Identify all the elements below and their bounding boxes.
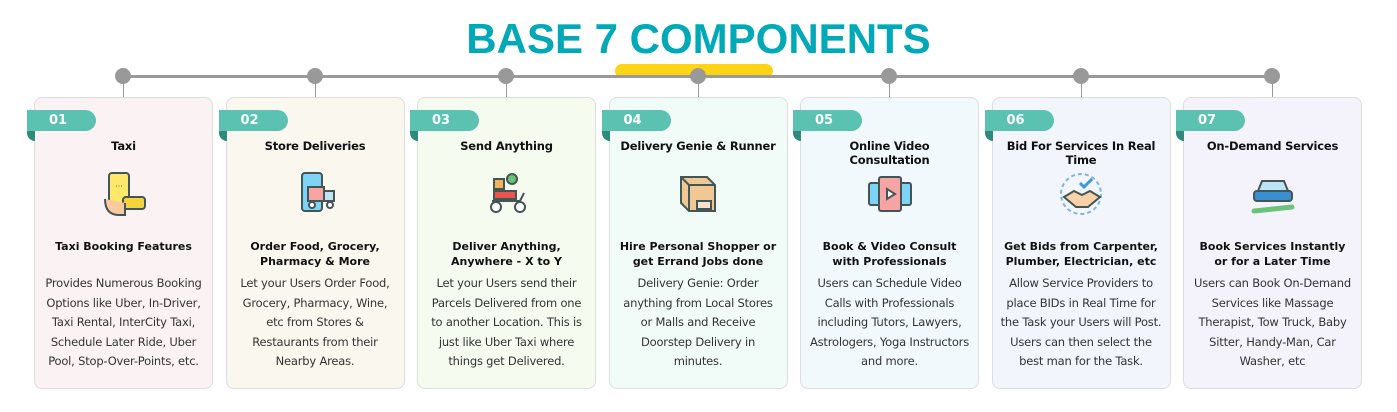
ribbon-fold	[410, 131, 418, 141]
card-description: Let your Users Order Food, Grocery, Phar…	[240, 276, 390, 368]
card-description: Users can Book On-Demand Services like M…	[1194, 276, 1351, 368]
taxi-app-icon: ···	[103, 172, 146, 216]
timeline-dot	[1264, 68, 1280, 84]
card-subtitle: Taxi Booking Features	[55, 240, 192, 253]
card-number-badge: 05	[793, 110, 862, 131]
timeline-stem	[1080, 80, 1082, 98]
timeline-dot	[1072, 68, 1089, 84]
card-description: Provides Numerous Booking Options like U…	[45, 276, 202, 368]
card-description: Let your Users send their Parcels Delive…	[431, 276, 582, 368]
page-title: BASE 7 COMPONENTS	[466, 15, 931, 62]
card-subtitle: Book & Video Consult with Professionals	[822, 240, 957, 268]
card-title: On-Demand Services	[1206, 139, 1339, 153]
card-subtitle: Order Food, Grocery, Pharmacy & More	[250, 240, 380, 268]
card-number-badge: 04	[601, 110, 671, 131]
card-title: Store Deliveries	[264, 139, 366, 153]
card-subtitle: Book Services Instantly or for a Later T…	[1199, 240, 1346, 268]
ribbon-fold	[218, 131, 227, 141]
card-subtitle: Get Bids from Carpenter, Plumber, Electr…	[1004, 240, 1158, 268]
card-title: Taxi	[111, 139, 136, 153]
card-number-badge: 07	[1176, 110, 1245, 131]
car-wrench-icon	[1251, 180, 1294, 214]
video-call-icon	[867, 176, 912, 212]
ribbon-fold	[27, 131, 35, 141]
timeline-dot	[689, 68, 706, 84]
ribbon-fold	[793, 131, 801, 141]
component-card: 06 Bid For Services In Real Time Get Bid…	[984, 97, 1171, 389]
handshake-icon	[1060, 173, 1102, 215]
timeline-stem	[123, 80, 124, 98]
card-subtitle: Deliver Anything, Anywhere - X to Y	[451, 240, 562, 268]
card-title: Online Video Consultation	[849, 139, 930, 167]
ribbon-fold	[984, 131, 993, 141]
timeline-dot	[881, 68, 897, 84]
card-number-badge: 03	[410, 110, 479, 131]
courier-scooter-icon	[489, 173, 526, 213]
svg-text:···: ···	[115, 182, 123, 191]
component-card: 07 On-Demand Services Book Services Inst…	[1176, 97, 1362, 389]
ribbon-fold	[1176, 131, 1184, 141]
card-number-badge: 02	[218, 110, 288, 131]
timeline-stem	[506, 80, 507, 98]
timeline-stem	[889, 80, 890, 98]
card-description: Allow Service Providers to place BIDs in…	[1000, 276, 1162, 368]
timeline-stem	[314, 80, 316, 98]
card-subtitle: Hire Personal Shopper or get Errand Jobs…	[619, 240, 777, 268]
card-number-badge: 06	[984, 110, 1054, 131]
card-description: Users can Schedule Video Calls with Prof…	[809, 276, 970, 368]
ribbon-fold	[601, 131, 610, 141]
card-title: Delivery Genie & Runner	[620, 139, 776, 153]
header: BASE 7 COMPONENTS	[0, 14, 1397, 78]
component-card: 01 Taxi ··· Taxi Booking Features Provid…	[27, 97, 213, 389]
card-number-badge: 01	[27, 110, 96, 131]
delivery-truck-icon	[301, 172, 335, 212]
package-hand-icon	[680, 176, 716, 212]
timeline-dot	[498, 68, 514, 84]
component-card: 04 Delivery Genie & Runner Hire Personal…	[601, 97, 788, 389]
component-card: 05 Online Video Consultation Book & Vide…	[793, 97, 979, 389]
timeline-stem	[697, 80, 699, 98]
timeline-stem	[1272, 80, 1273, 98]
card-title: Send Anything	[460, 139, 553, 153]
card-description: Delivery Genie: Order anything from Loca…	[623, 276, 773, 368]
component-card: 02 Store Deliveries Order Food, Grocery,…	[218, 97, 405, 389]
card-title: Bid For Services In Real Time	[1006, 139, 1156, 167]
timeline-dot	[306, 68, 323, 84]
component-card: 03 Send Anything Deliver Anything, Anywh…	[410, 97, 596, 389]
timeline-dot	[115, 68, 131, 84]
